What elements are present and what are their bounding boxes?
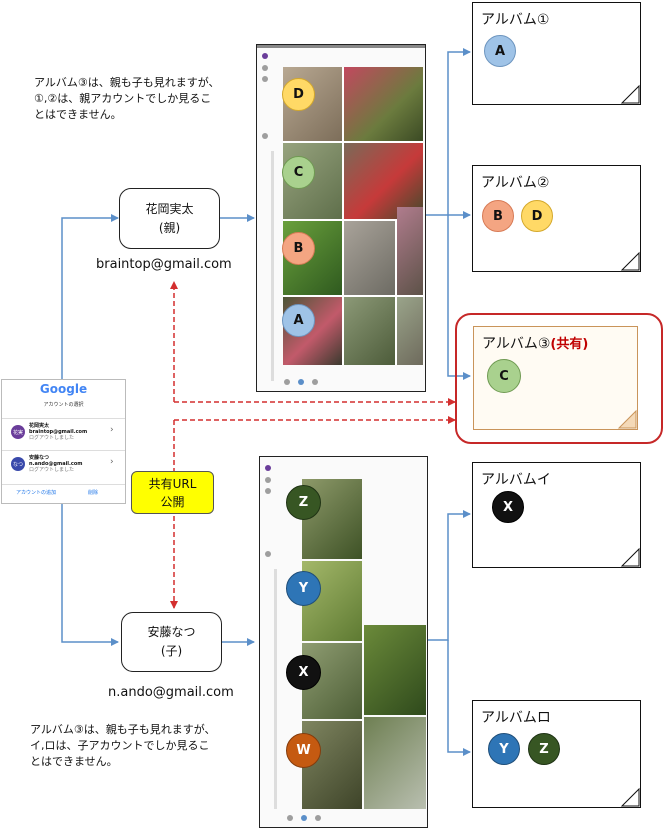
chevron-right-icon: ›: [110, 457, 114, 467]
link-phone-to-album3: [447, 215, 471, 380]
photo-grid: [283, 67, 423, 365]
grid-icon: [262, 76, 268, 82]
shared-album-highlight: [455, 313, 663, 444]
label-circle: D: [282, 78, 315, 111]
link-google-to-parent: [61, 214, 119, 380]
divider: [2, 484, 125, 485]
scroll-track[interactable]: [274, 569, 277, 809]
album-item: A: [484, 35, 516, 67]
upload-icon: [262, 133, 268, 139]
label-circle: A: [282, 304, 315, 337]
album-3: アルバム③(共有) C: [473, 326, 638, 430]
phone-parent: D C B A: [256, 44, 426, 392]
link-phone-to-album-i: [425, 510, 471, 641]
album-item: D: [521, 200, 553, 232]
divider: [2, 418, 125, 419]
album-1: アルバム① A: [472, 2, 641, 105]
photo[interactable]: [364, 625, 426, 715]
label-circle: C: [282, 156, 315, 189]
link-google-to-child: [61, 502, 119, 646]
scroll-track[interactable]: [271, 151, 274, 381]
photo[interactable]: [364, 717, 426, 809]
google-account-chooser: Google アカウントの選択 花実 花岡実太 braintop@gmail.c…: [1, 379, 126, 504]
link-phone-to-album1: [425, 48, 471, 216]
photo[interactable]: [344, 67, 423, 141]
avatar: 花実: [11, 425, 25, 439]
photos-icon: [301, 815, 307, 821]
album-item: X: [492, 491, 524, 523]
photo[interactable]: [344, 143, 423, 219]
albums-icon: [315, 815, 321, 821]
album-i: アルバムイ X: [472, 462, 641, 568]
label-circle: Y: [286, 571, 321, 606]
shared-tag: (共有): [550, 337, 589, 352]
account-name: 安藤なつ: [29, 455, 50, 461]
grid-icon: [265, 488, 271, 494]
account-icon: [265, 465, 271, 471]
home-icon: [287, 815, 293, 821]
album-title: アルバム②: [481, 175, 550, 191]
albums-icon: [312, 379, 318, 385]
divider: [2, 450, 125, 451]
album-title: アルバムイ: [481, 472, 551, 488]
google-subtitle: アカウントの選択: [43, 402, 84, 408]
shared-url-badge: 共有URL 公開: [131, 471, 214, 514]
album-2: アルバム② B D: [472, 165, 641, 272]
email-child: n.ando@gmail.com: [108, 685, 234, 700]
account-status: ログアウトしました: [29, 467, 75, 473]
photos-icon: [298, 379, 304, 385]
person-parent: 花岡実太 (親): [119, 188, 220, 249]
label-circle: X: [286, 655, 321, 690]
album-title: アルバム③: [482, 336, 551, 352]
menu-icon: [265, 477, 271, 483]
remove-link[interactable]: 削除: [88, 490, 99, 496]
album-item: C: [487, 359, 521, 393]
account-email: braintop@gmail.com: [29, 429, 88, 435]
person-child: 安藤なつ (子): [121, 612, 222, 672]
album-item: Y: [488, 733, 520, 765]
photo[interactable]: [397, 297, 423, 365]
account-name: 花岡実太: [29, 423, 50, 429]
album-item: B: [482, 200, 514, 232]
link-phone-to-album-ro: [447, 640, 471, 756]
photo[interactable]: [344, 297, 395, 365]
note-parent: アルバム③は、親も子も見れますが、 ①,②は、親アカウントでしか見るこ とはでき…: [34, 76, 220, 121]
home-icon: [284, 379, 290, 385]
google-logo: Google: [39, 382, 88, 396]
label-circle: B: [282, 232, 315, 265]
label-circle: W: [286, 733, 321, 768]
email-parent: braintop@gmail.com: [96, 257, 232, 272]
avatar: なつ: [11, 457, 25, 471]
account-email: n.ando@gmail.com: [29, 461, 83, 467]
album-title: アルバム①: [481, 12, 550, 28]
label-circle: Z: [286, 485, 321, 520]
phone-child: Z Y X W: [259, 456, 428, 828]
menu-icon: [262, 65, 268, 71]
album-item: Z: [528, 733, 560, 765]
photo[interactable]: [344, 221, 395, 295]
album-title: アルバムロ: [481, 710, 551, 726]
photo[interactable]: [397, 207, 423, 295]
chevron-right-icon: ›: [110, 425, 114, 435]
account-icon: [262, 53, 268, 59]
note-child: アルバム③は、親も子も見れますが、 イ,ロは、子アカウントでしか見るこ とはでき…: [30, 723, 216, 768]
account-row-parent[interactable]: 花実 花岡実太 braintop@gmail.com ログアウトしました ›: [2, 420, 125, 450]
album-ro: アルバムロ Y Z: [472, 700, 641, 808]
upload-icon: [265, 551, 271, 557]
add-account-link[interactable]: アカウントの追加: [16, 490, 57, 496]
account-status: ログアウトしました: [29, 435, 75, 441]
account-row-child[interactable]: なつ 安藤なつ n.ando@gmail.com ログアウトしました ›: [2, 452, 125, 482]
phone-top-bar: [257, 45, 425, 48]
